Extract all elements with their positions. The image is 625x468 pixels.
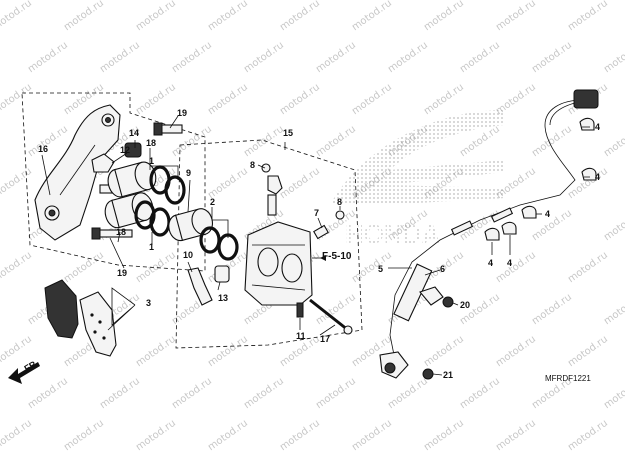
callout-11: 11 — [296, 331, 306, 341]
harness-clamps — [484, 117, 597, 241]
reference-label: F-5-10 — [322, 251, 352, 262]
callout-13: 13 — [218, 293, 228, 303]
callout-16: 16 — [38, 144, 48, 154]
callout-18-bottom: 18 — [116, 227, 126, 237]
callout-12: 12 — [120, 145, 130, 155]
bracket-assembly-outline — [21, 92, 206, 272]
honda-wing-logo: HONDA — [330, 110, 505, 249]
svg-text:HONDA: HONDA — [345, 219, 441, 249]
callout-19-bottom: 19 — [117, 268, 127, 278]
callout-3: 3 — [146, 298, 151, 308]
callout-5: 5 — [378, 264, 383, 274]
caliper-assembly-outline — [175, 139, 363, 349]
callout-1-bottom: 1 — [149, 242, 154, 252]
callout-4-c: 4 — [545, 209, 550, 219]
callout-4-b: 4 — [595, 172, 600, 182]
callout-10: 10 — [183, 250, 193, 260]
piston-set-left — [104, 161, 186, 237]
brake-pads — [44, 279, 117, 357]
piston-set-right — [168, 208, 239, 261]
caliper-body — [214, 221, 313, 306]
callout-20: 20 — [460, 300, 470, 310]
callout-21: 21 — [443, 370, 453, 380]
callout-6: 6 — [440, 264, 445, 274]
front-label: FR. — [23, 358, 41, 374]
front-direction-arrow — [8, 362, 40, 384]
callout-18-top: 18 — [146, 138, 156, 148]
diagram-code: MFRDF1221 — [545, 374, 591, 383]
callout-4-a: 4 — [595, 122, 600, 132]
wheel-speed-sensor-harness — [379, 89, 599, 379]
callout-15: 15 — [283, 128, 293, 138]
callout-7: 7 — [314, 208, 319, 218]
callout-8-left: 8 — [250, 160, 255, 170]
callout-17: 17 — [320, 334, 330, 344]
callout-4-e: 4 — [507, 258, 512, 268]
callout-labels: 19 14 15 16 18 12 1 8 9 2 7 8 18 1 10 19… — [23, 108, 600, 383]
callout-9: 9 — [186, 168, 191, 178]
callout-2: 2 — [210, 197, 215, 207]
callout-19-top: 19 — [177, 108, 187, 118]
pad-pin — [296, 298, 353, 335]
bleeder-parts — [261, 163, 345, 240]
callout-8-right: 8 — [337, 197, 342, 207]
callout-14: 14 — [129, 128, 139, 138]
leader-lines — [41, 115, 590, 376]
mounting-bolts — [422, 296, 454, 380]
pad-retainer — [187, 267, 213, 306]
callout-4-d: 4 — [488, 258, 493, 268]
callout-1-top: 1 — [149, 156, 154, 166]
